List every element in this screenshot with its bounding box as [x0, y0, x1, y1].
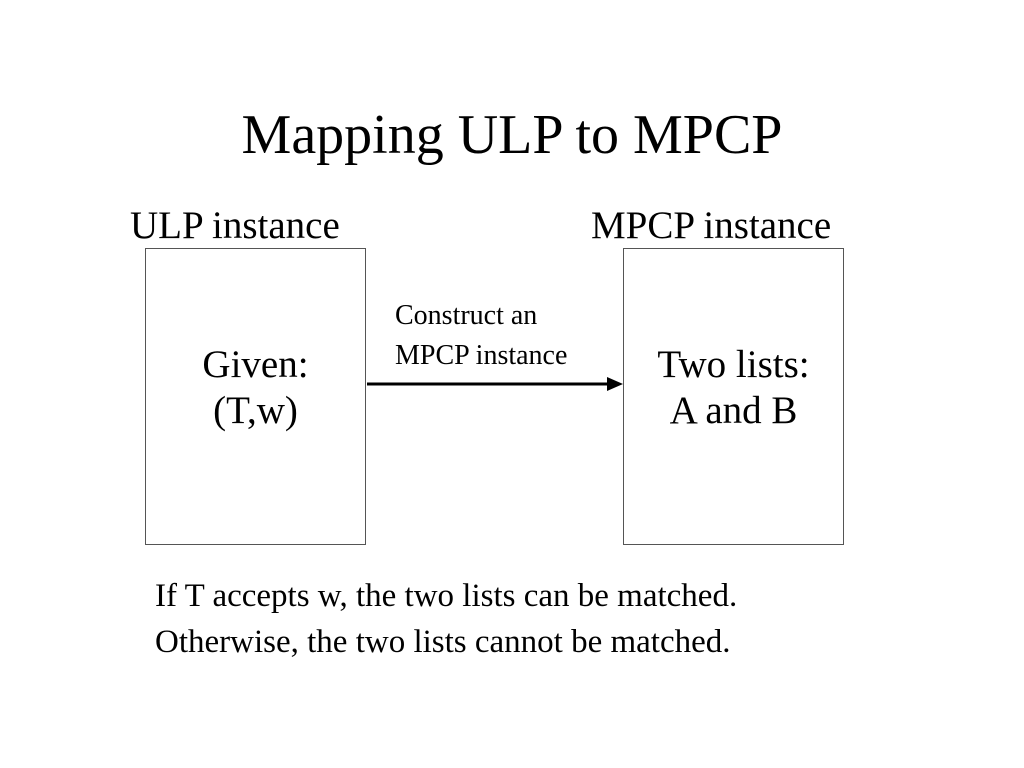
- construct-arrow: [367, 377, 623, 391]
- mpcp-instance-label: MPCP instance: [591, 204, 832, 247]
- arrow-caption-line: MPCP instance: [395, 340, 568, 371]
- mpcp-instance-box: Two lists: A and B: [623, 248, 844, 545]
- arrow-head: [607, 377, 623, 391]
- ulp-instance-box: Given: (T,w): [145, 248, 366, 545]
- ulp-instance-label: ULP instance: [130, 204, 340, 247]
- mpcp-box-line: A and B: [669, 388, 798, 432]
- footer-line: If T accepts w, the two lists can be mat…: [155, 578, 738, 614]
- mpcp-box-line: Two lists:: [657, 342, 810, 386]
- footer-note: If T accepts w, the two lists can be mat…: [155, 573, 737, 665]
- footer-line: Otherwise, the two lists cannot be match…: [155, 624, 731, 660]
- slide-title: Mapping ULP to MPCP: [241, 104, 783, 166]
- ulp-box-line: Given:: [202, 342, 309, 386]
- arrow-caption: Construct an MPCP instance: [395, 296, 567, 376]
- arrow-caption-line: Construct an: [395, 300, 538, 331]
- ulp-box-line: (T,w): [213, 388, 298, 432]
